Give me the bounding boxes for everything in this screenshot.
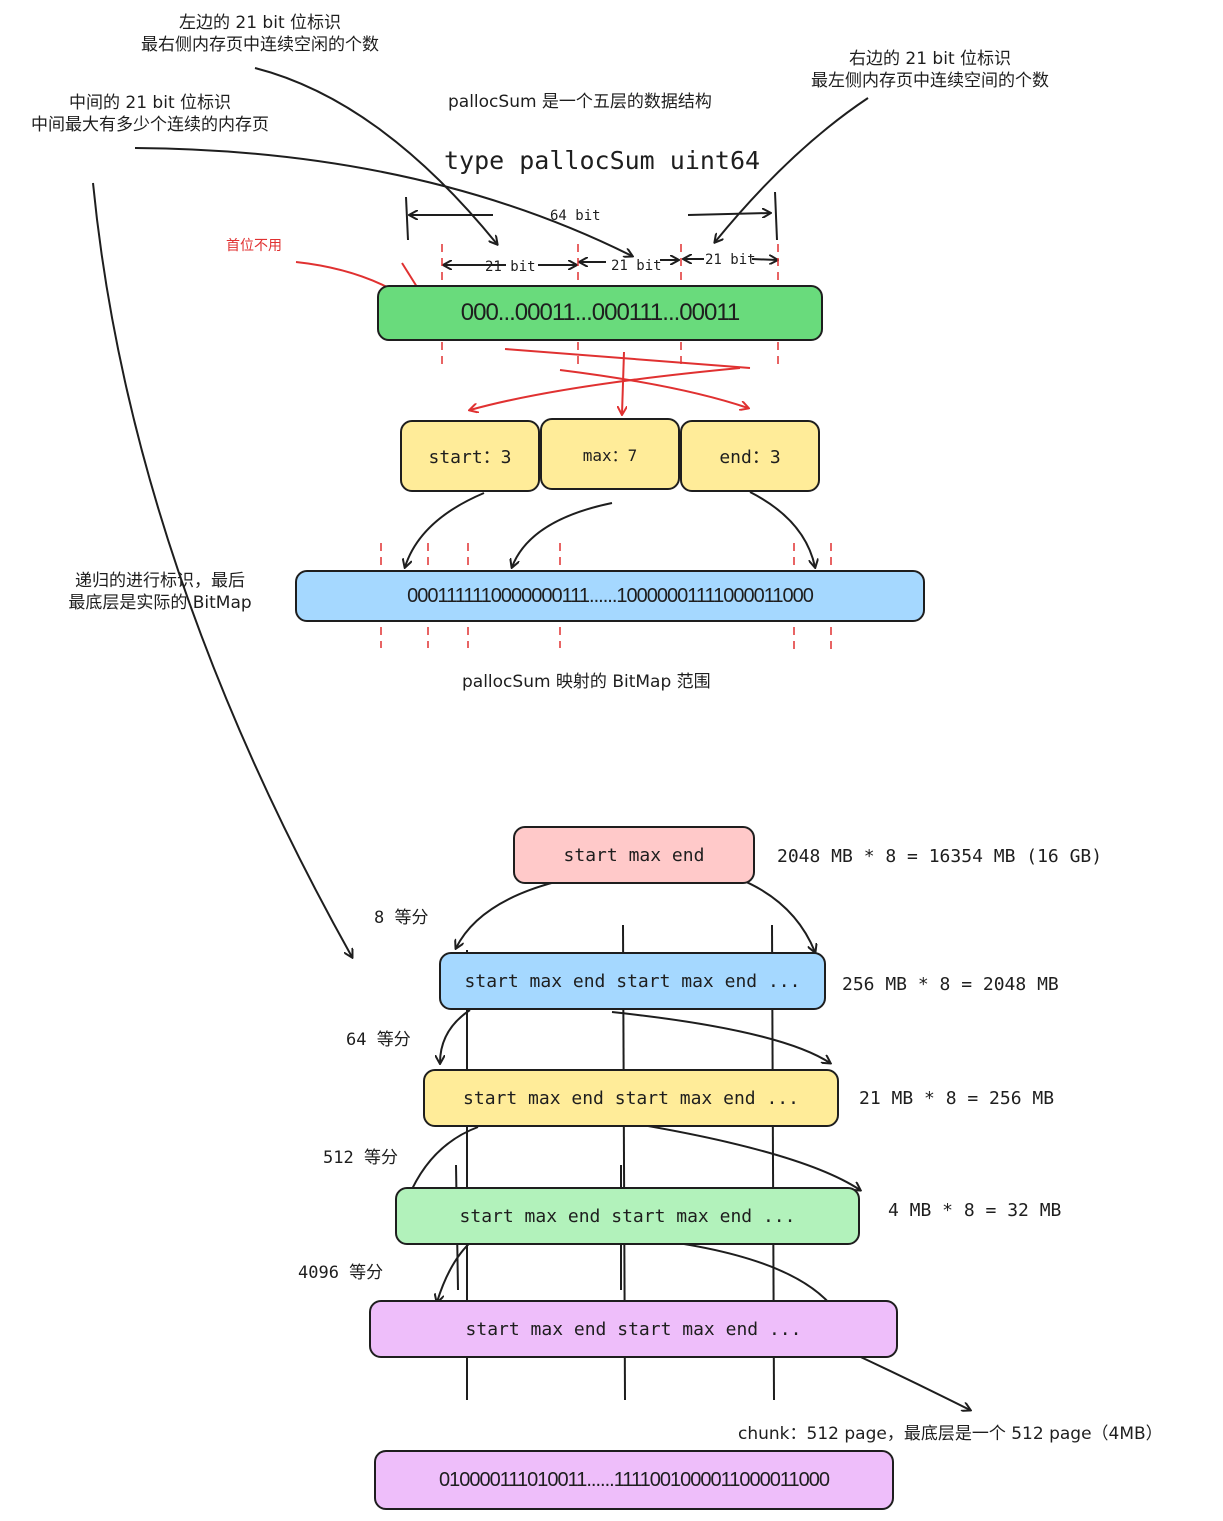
bottom-bitmap-bits: 010000111010011......1111001000011000011… bbox=[438, 1468, 830, 1491]
middle-21bit-annotation: 中间的 21 bit 位标识 中间最大有多少个连续的内存页 bbox=[0, 92, 300, 136]
level-1-label: start max end bbox=[563, 844, 705, 866]
level-2-label: start max end start max end ... bbox=[464, 970, 801, 992]
recursive-line-2: 最底层是实际的 BitMap bbox=[68, 593, 252, 613]
field-max: max：7 bbox=[540, 418, 680, 490]
recursive-annotation: 递归的进行标识，最后 最底层是实际的 BitMap bbox=[30, 570, 290, 614]
field-end: end：3 bbox=[680, 420, 820, 492]
type-declaration: type pallocSum uint64 bbox=[444, 146, 761, 175]
level-1-box: start max end bbox=[513, 826, 755, 884]
arrow-middle-annotation bbox=[134, 147, 632, 256]
level-5-split: 4096 等分 bbox=[298, 1263, 384, 1283]
middle-21bit-title: 中间的 21 bit 位标识 bbox=[68, 93, 232, 113]
bitmap-bits: 0001111110000000111......100000011110000… bbox=[407, 584, 814, 607]
level-4-split: 512 等分 bbox=[323, 1148, 398, 1168]
field-max-label: max：7 bbox=[582, 446, 638, 465]
bits-21-label-a: 21 bit bbox=[485, 259, 536, 275]
palloc-sum-box: 000...00011...000111...00011 bbox=[377, 285, 823, 341]
struct-description: pallocSum 是一个五层的数据结构 bbox=[448, 92, 712, 112]
level-3-box: start max end start max end ... bbox=[423, 1069, 839, 1127]
field-start: start：3 bbox=[400, 420, 540, 492]
left-21bit-desc: 最右侧内存页中连续空闲的个数 bbox=[141, 35, 379, 55]
level-2-split: 8 等分 bbox=[374, 908, 429, 928]
level-5-box: start max end start max end ... bbox=[369, 1300, 898, 1358]
level-4-box: start max end start max end ... bbox=[395, 1187, 860, 1245]
palloc-sum-bits: 000...00011...000111...00011 bbox=[460, 299, 740, 326]
bitmap-range-label: pallocSum 映射的 BitMap 范围 bbox=[462, 672, 711, 692]
level-3-split: 64 等分 bbox=[346, 1030, 411, 1050]
bitmap-box: 0001111110000000111......100000011110000… bbox=[295, 570, 925, 622]
level-5-label: start max end start max end ... bbox=[465, 1318, 802, 1340]
level-2-box: start max end start max end ... bbox=[439, 952, 826, 1010]
left-21bit-title: 左边的 21 bit 位标识 bbox=[178, 13, 342, 33]
field-end-label: end：3 bbox=[719, 447, 781, 468]
recursive-line-1: 递归的进行标识，最后 bbox=[75, 571, 245, 591]
left-21bit-annotation: 左边的 21 bit 位标识 最右侧内存页中连续空闲的个数 bbox=[60, 12, 460, 56]
level-3-label: start max end start max end ... bbox=[463, 1087, 799, 1109]
first-bit-unused-label: 首位不用 bbox=[226, 238, 282, 254]
level-4-size: 4 MB * 8 = 32 MB bbox=[888, 1200, 1062, 1221]
bits-64-label: 64 bit bbox=[550, 208, 601, 224]
field-start-label: start：3 bbox=[428, 447, 512, 468]
arrow-left-annotation bbox=[254, 67, 497, 244]
right-21bit-title: 右边的 21 bit 位标识 bbox=[848, 49, 1012, 69]
middle-21bit-desc: 中间最大有多少个连续的内存页 bbox=[31, 115, 269, 135]
bits-21-label-b: 21 bit bbox=[611, 258, 662, 274]
level-1-size: 2048 MB * 8 = 16354 MB (16 GB) bbox=[777, 846, 1103, 867]
arrow-recursive bbox=[92, 182, 352, 957]
level-3-size: 21 MB * 8 = 256 MB bbox=[859, 1088, 1055, 1109]
level-2-size: 256 MB * 8 = 2048 MB bbox=[842, 974, 1059, 995]
right-21bit-annotation: 右边的 21 bit 位标识 最左侧内存页中连续空间的个数 bbox=[780, 48, 1080, 92]
chunk-note: chunk：512 page，最底层是一个 512 page（4MB） bbox=[738, 1424, 1163, 1444]
arrow-right-annotation bbox=[715, 97, 869, 242]
level-4-label: start max end start max end ... bbox=[459, 1205, 796, 1227]
right-21bit-desc: 最左侧内存页中连续空间的个数 bbox=[811, 71, 1049, 91]
bottom-bitmap-box: 010000111010011......1111001000011000011… bbox=[374, 1450, 894, 1510]
bits-21-label-c: 21 bit bbox=[705, 252, 756, 268]
